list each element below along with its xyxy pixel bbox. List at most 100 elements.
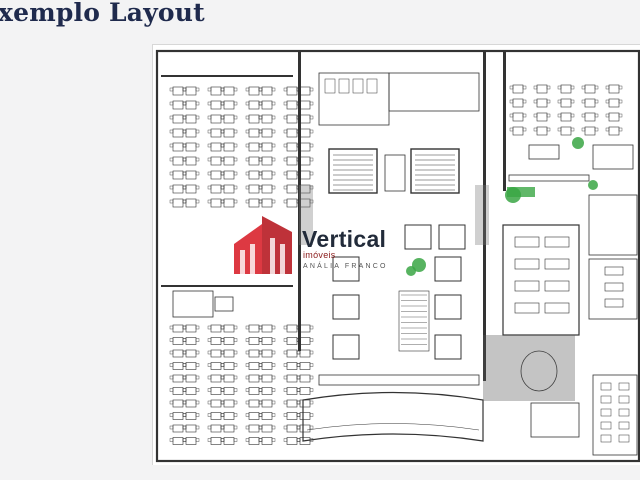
plan-chair [220,185,225,190]
plan-desk [286,324,298,333]
plan-table [404,224,432,250]
plan-desk [172,184,184,194]
plan-chair [169,425,174,430]
plan-meeting-table [592,144,634,170]
plan-desk [223,114,235,124]
plan-chair [605,99,610,104]
plan-desk [261,362,273,370]
plan-chair [509,127,514,132]
plan-chair [258,185,263,190]
plan-chair [233,199,238,204]
plan-chair [258,363,263,367]
plan-desk [223,142,235,152]
plan-desk [512,84,524,94]
plan-chair [220,87,225,92]
plan-desk [560,98,572,108]
plan-chair [182,413,187,417]
plan-desk [248,86,260,96]
plan-chair [258,350,263,355]
plan-toilet [366,78,378,94]
plan-chair [296,338,301,342]
plan-chair [271,350,276,355]
plan-wall [161,75,293,77]
plan-chair [195,363,200,367]
plan-desk [286,337,298,345]
plan-desk [286,387,298,395]
plan-desk [210,387,222,395]
plan-chair [245,171,250,176]
plan-desk [223,412,235,420]
plan-desk [210,184,222,194]
plan-chair [195,157,200,162]
plan-desk [261,114,273,124]
plan-desk [536,112,548,122]
plan-room [172,290,214,318]
plan-chair [169,115,174,120]
plan-chair [233,363,238,367]
plan-chair [283,157,288,162]
plan-chair [207,143,212,148]
plan-chair [258,129,263,134]
plan-wall [503,51,506,191]
plan-desk [299,100,311,110]
logo-building-icon [234,216,292,274]
plan-corridor [318,374,480,386]
plan-desk [172,100,184,110]
plan-desk [172,142,184,152]
plan-chair [207,101,212,106]
plan-chair [182,350,187,355]
plan-chair [195,115,200,120]
plan-chair [258,375,263,380]
plan-chair [220,338,225,342]
plan-chair [245,101,250,106]
plan-chair [309,375,314,380]
plan-chair [283,101,288,106]
plan-chair [309,425,314,430]
plan-desk [248,412,260,420]
plan-chair [258,388,263,392]
plan-chair [570,99,575,104]
plan-desk [600,382,612,391]
plan-desk [185,349,197,358]
plan-chair [233,87,238,92]
plan-counter [508,174,590,182]
plan-desk [185,142,197,152]
plan-plant [406,266,416,276]
plan-chair [220,101,225,106]
plan-desk [172,374,184,383]
plan-chair [220,87,225,92]
plan-chair [594,113,599,118]
plan-desk [172,324,184,333]
plan-chair [245,185,250,190]
plan-chair [245,143,250,148]
plan-desk [299,337,311,345]
plan-chair [258,413,263,417]
plan-chair [533,99,538,104]
plan-desk [248,170,260,180]
plan-chair [605,127,610,132]
plan-desk [223,374,235,383]
plan-desk [286,184,298,194]
plan-desk [261,170,273,180]
plan-chair [296,87,301,92]
plan-desk [185,170,197,180]
plan-chair [618,85,623,90]
plan-chair [195,199,200,204]
plan-desk [223,337,235,345]
plan-desk [210,156,222,166]
plan-chair [169,185,174,190]
plan-chair [207,325,212,330]
plan-chair [220,129,225,134]
plan-chair [258,157,263,162]
plan-desk [248,374,260,383]
plan-chair [618,127,623,132]
plan-desk [185,114,197,124]
plan-chair [271,425,276,430]
plan-chair [271,87,276,92]
plan-chair [296,413,301,417]
plan-desk [248,362,260,370]
plan-desk [248,324,260,333]
plan-desk [248,337,260,345]
plan-desk [261,349,273,358]
plan-desk [286,374,298,383]
